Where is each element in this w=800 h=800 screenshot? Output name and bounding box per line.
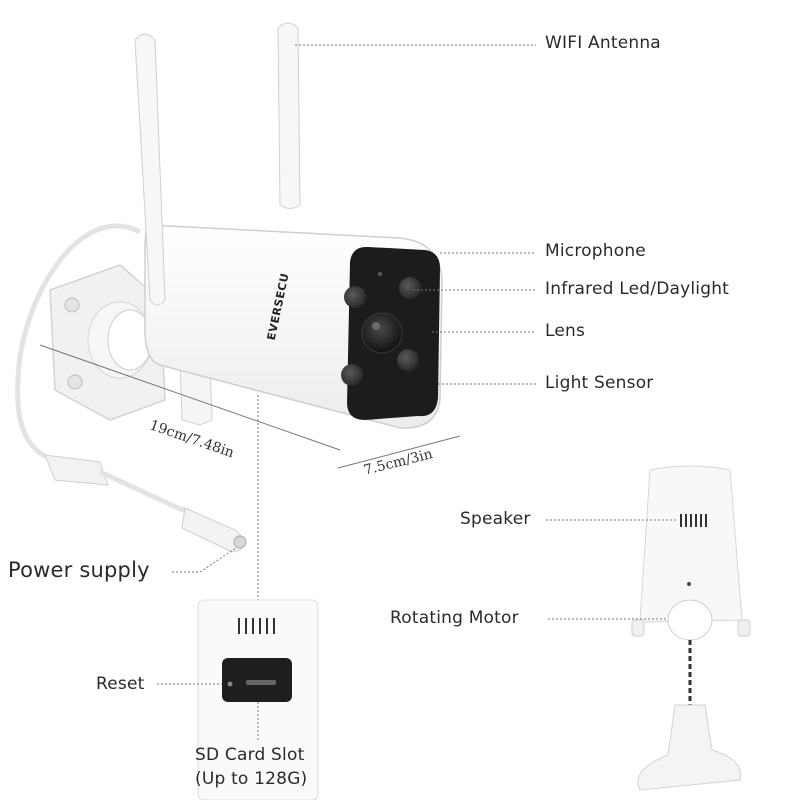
power-cable-lower	[98, 469, 196, 518]
cable-connector	[44, 454, 109, 486]
label-rotating-motor: Rotating Motor	[390, 608, 519, 628]
mount-screw-hole-bottom	[67, 374, 83, 390]
label-power-supply: Power supply	[8, 558, 150, 582]
label-light-sensor: Light Sensor	[545, 373, 654, 393]
side-tab-left	[631, 619, 645, 637]
power-plug-socket	[233, 535, 247, 549]
leader-power-supply-rise	[199, 547, 237, 573]
side-speaker-grille	[680, 514, 707, 527]
side-indicator	[687, 582, 691, 586]
label-speaker: Speaker	[460, 509, 531, 529]
power-plug	[181, 507, 244, 553]
label-sd-card-capacity: (Up to 128G)	[195, 769, 308, 789]
bottom-speaker-grille	[238, 618, 275, 634]
label-microphone: Microphone	[545, 241, 646, 261]
rotating-motor	[667, 599, 713, 641]
side-mount-base	[637, 704, 742, 791]
label-infrared: Infrared Led/Daylight	[545, 279, 730, 299]
side-view-body	[639, 465, 743, 623]
mount-screw-hole-top	[64, 297, 80, 313]
dimension-line-width	[337, 435, 461, 469]
dimension-line-length	[39, 344, 341, 451]
infrared-led-top-right	[399, 277, 421, 299]
infrared-led-bottom-left	[341, 364, 363, 386]
camera-lens-glint	[372, 322, 380, 330]
side-tab-right	[737, 619, 751, 637]
infrared-led-top-left	[344, 286, 366, 308]
sd-card-slot	[246, 680, 276, 685]
label-wifi-antenna: WIFI Antenna	[545, 33, 661, 53]
label-reset: Reset	[96, 674, 145, 694]
power-cable	[15, 223, 142, 465]
label-lens: Lens	[545, 321, 586, 341]
label-sd-card-slot: SD Card Slot	[195, 745, 305, 765]
camera-lens	[361, 312, 403, 354]
microphone-hole	[377, 271, 383, 277]
antenna-right	[277, 22, 301, 209]
infrared-led-bottom-right	[397, 349, 419, 371]
reset-button	[227, 681, 233, 687]
antenna-left	[134, 33, 166, 306]
